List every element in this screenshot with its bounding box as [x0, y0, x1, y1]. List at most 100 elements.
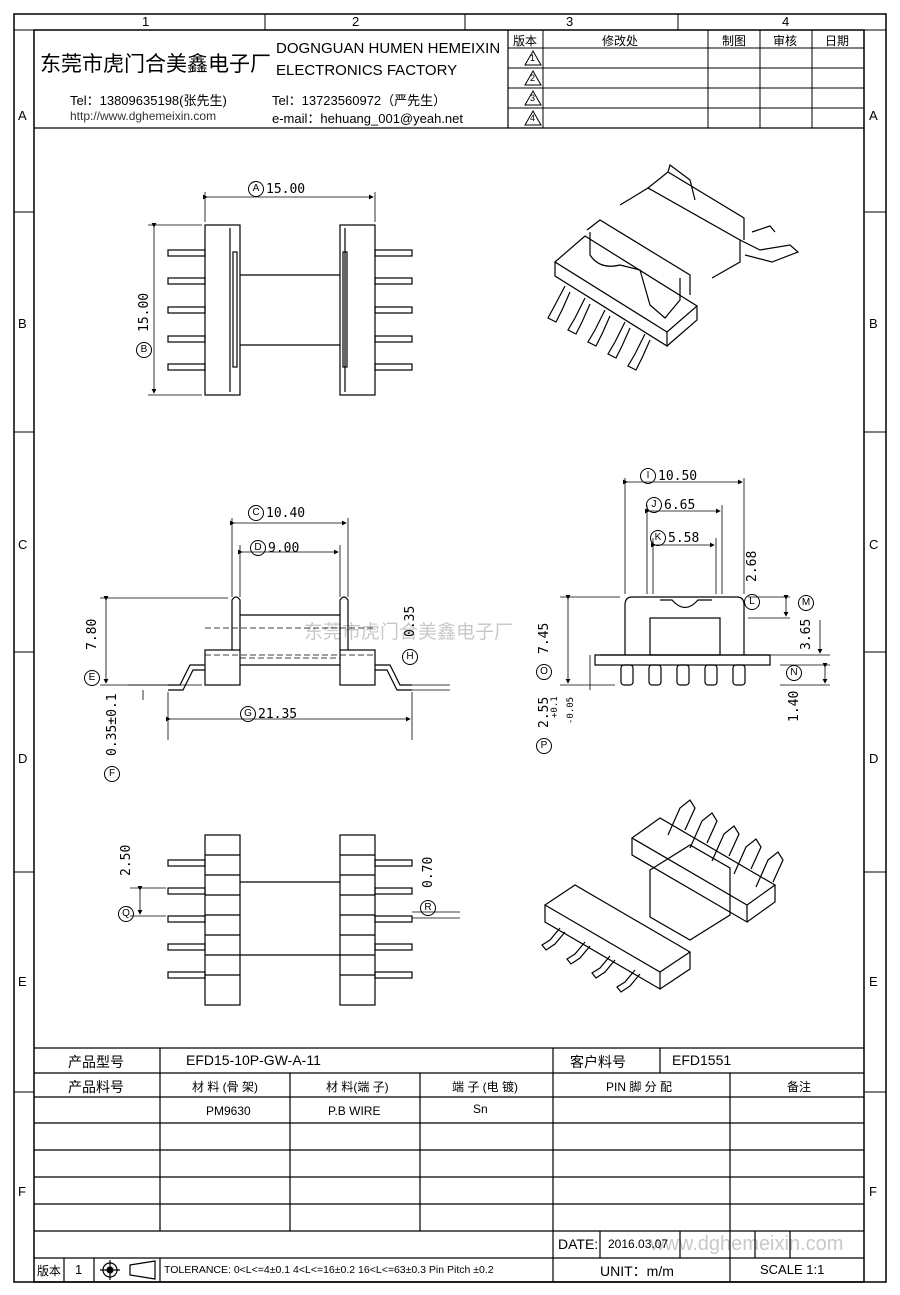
version-label: 版本: [37, 1264, 62, 1278]
rev-mark-4: 4: [530, 113, 536, 123]
material-bobbin-value: PM9630: [206, 1104, 251, 1118]
dim-k-letter: K: [650, 530, 666, 546]
side-zone-dividers: [14, 211, 886, 1093]
rev-header-date: 日期: [825, 34, 850, 48]
dim-q: Q 2.50: [118, 845, 134, 922]
top-view: [167, 224, 413, 396]
version-value: 1: [75, 1262, 83, 1277]
dim-p-tol-plus: +0.1: [550, 696, 560, 718]
plating-label: 端 子 (电 镀): [452, 1080, 518, 1094]
zone-row-a-right: A: [869, 108, 878, 123]
zone-row-d-left: D: [18, 751, 28, 766]
rev-header-change: 修改处: [602, 34, 639, 48]
projection-symbol-icon: [100, 1260, 156, 1280]
zone-row-b-left: B: [18, 316, 27, 331]
dim-h-letter: H: [402, 649, 418, 665]
tolerance-note: TOLERANCE: 0<L<=4±0.1 4<L<=16±0.2 16<L<=…: [164, 1264, 494, 1276]
front-view: [168, 596, 412, 691]
dim-r-letter: R: [420, 900, 436, 916]
rev-header-version: 版本: [513, 34, 538, 48]
zone-row-b-right: B: [869, 316, 878, 331]
dim-i-value: 10.50: [658, 468, 698, 484]
rev-mark-3: 3: [530, 93, 536, 103]
company-name-en-line1: DOGNGUAN HUMEN HEMEIXIN: [276, 40, 501, 57]
rev-mark-1: 1: [530, 53, 536, 63]
zone-row-d-right: D: [869, 751, 879, 766]
dim-m-letter: M: [798, 594, 814, 611]
dim-l-letter: L: [744, 594, 760, 610]
dim-f-letter: F: [104, 766, 120, 782]
date-value: 2016.03.07: [608, 1237, 669, 1251]
dim-c-letter: C: [248, 505, 264, 521]
title-block-grid: [34, 1047, 864, 1282]
dim-j-letter: J: [646, 497, 662, 513]
zone-col-3: 3: [566, 14, 574, 29]
product-model-value: EFD15-10P-GW-A-11: [186, 1052, 321, 1068]
dim-a-value: 15.00: [266, 181, 306, 197]
material-bobbin-label: 材 料 (骨 架): [192, 1080, 258, 1094]
rev-mark-2: 2: [530, 73, 536, 83]
zone-row-e-left: E: [18, 974, 27, 989]
header-lines: [34, 30, 864, 129]
dim-p-letter: P: [536, 738, 552, 754]
dim-o-letter: O: [536, 664, 552, 680]
contact-tel-1: Tel：13809635198(张先生): [70, 93, 227, 108]
dim-j-value: 6.65: [664, 497, 696, 513]
dim-k-value: 5.58: [668, 530, 700, 546]
bottom-view-dims: [130, 886, 460, 919]
dim-b: B 15.00: [136, 293, 152, 358]
revision-table: [508, 30, 864, 128]
dim-q-letter: Q: [118, 906, 134, 922]
dim-m-value: 3.65: [798, 618, 814, 650]
product-model-label: 产品型号: [68, 1054, 124, 1070]
dim-q-value: 2.50: [118, 844, 134, 876]
plating-value: Sn: [473, 1102, 488, 1116]
zone-col-4: 4: [782, 14, 790, 29]
iso-view-top: [547, 163, 800, 371]
rev-header-checked: 审核: [773, 34, 798, 48]
date-label: DATE:: [558, 1236, 599, 1252]
front-view-dims: [100, 518, 450, 740]
front-view-hidden: [205, 627, 375, 659]
email-link[interactable]: e-mail：hehuang_001@yeah.net: [272, 111, 463, 126]
zone-row-e-right: E: [869, 974, 878, 989]
material-pin-label: 材 料(端 子): [326, 1080, 389, 1094]
dim-m: 3.65 M: [798, 594, 814, 650]
material-pin-value: P.B WIRE: [328, 1104, 381, 1118]
dim-b-value: 15.00: [136, 292, 152, 332]
dim-o: O 7.45: [536, 623, 552, 680]
dim-g-letter: G: [240, 706, 256, 722]
side-view: [594, 596, 771, 686]
zone-col-1: 1: [142, 14, 150, 29]
contact-tel-2: Tel：13723560972（严先生）: [272, 93, 447, 108]
unit-text: UNIT：m/m: [600, 1263, 674, 1279]
remark-label: 备注: [787, 1080, 812, 1094]
scale-text: SCALE 1:1: [760, 1262, 825, 1277]
dim-r: R 0.70: [420, 857, 436, 916]
dim-o-value: 7.45: [536, 622, 552, 654]
zone-row-f-left: F: [18, 1184, 26, 1199]
iso-view-bottom: [541, 799, 784, 993]
dim-r-value: 0.70: [420, 856, 436, 888]
zone-row-f-right: F: [869, 1184, 877, 1199]
customer-no-label: 客户料号: [570, 1054, 626, 1070]
customer-no-value: EFD1551: [672, 1052, 732, 1068]
inner-frame: [33, 29, 865, 1283]
website-link[interactable]: http://www.dghemeixin.com: [70, 109, 217, 123]
company-name-en-line2: ELECTRONICS FACTORY: [276, 62, 458, 79]
zone-row-c-right: C: [869, 537, 879, 552]
revision-triangles: [524, 49, 542, 126]
dim-d-letter: D: [250, 540, 266, 556]
dim-b-letter: B: [136, 342, 152, 358]
dim-p-tol-minus: -0.05: [566, 696, 576, 724]
bottom-view: [167, 834, 413, 1006]
rev-header-drawn: 制图: [722, 34, 747, 48]
